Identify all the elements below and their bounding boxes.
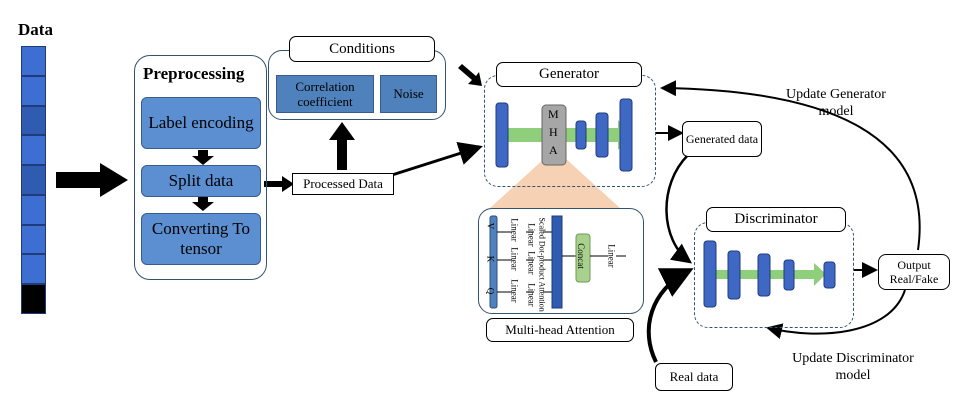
mha-letter-h: H [549,125,558,139]
converting-box: Converting To tensor [141,213,261,265]
mha-scaled-label: Scaled Dot-product Attention [537,217,547,312]
generator-bar-4 [619,98,633,172]
discriminator-bar-2 [727,250,741,300]
mha-zoom-funnel [490,158,620,208]
discriminator-bar-3 [757,253,771,297]
real-data-box: Real data [655,363,733,391]
discriminator-bar-1 [703,240,717,308]
generated-data-box: Generated data [682,121,762,157]
mha-panel [478,208,644,314]
mha-letter-m: M [548,107,559,121]
discriminator-bar-5 [823,261,836,289]
mha-linear-out: Linear [606,244,617,268]
arrow-processed-to-generator [391,141,483,177]
update-generator-label: Update Generator model [786,87,886,119]
generator-flow-arrow [506,120,632,150]
mha-concat-label: Concat [575,243,586,269]
mha-letter-a: A [549,143,558,157]
arrow-real-to-discriminator [646,268,694,363]
mha-input-v: V [485,222,496,230]
generator-bar-3 [595,112,609,158]
arrow-processed-to-conditions [329,122,355,170]
noise-box: Noise [380,75,437,113]
mha-linear-v2: Linear [526,223,537,247]
preprocessing-title: Preprocessing [143,64,245,83]
mha-block [541,104,567,166]
update-discriminator-label: Update Discriminator model [792,351,914,383]
output-box: Output Real/Fake [878,254,950,290]
data-cell [21,46,46,76]
split-data-box: Split data [141,165,261,197]
mha-scaled-bar [551,215,563,309]
discriminator-title: Discriminator [706,207,846,232]
mha-input-bar [489,215,498,309]
mha-linear-q2: Linear [526,283,537,307]
arrow-generated-to-discriminator [665,154,693,264]
data-cell [21,284,46,314]
generator-bar-2 [575,120,587,150]
discriminator-bar-4 [783,259,795,291]
mha-concat-box [575,233,591,283]
arrow-data-to-preprocessing [56,163,128,197]
label-encoding-box: Label encoding [141,97,261,149]
mha-input-k: K [485,255,496,263]
arrow-conditions-to-generator [458,64,482,86]
data-cell [21,194,46,225]
generator-network [495,98,633,172]
mha-title: Multi-head Attention [486,318,634,342]
arrow-update-generator [660,80,921,251]
data-title: Data [18,20,53,39]
discriminator-network [703,240,836,308]
mha-linear-q: Linear [509,279,520,303]
conditions-title: Conditions [289,36,435,62]
data-cell [21,224,46,255]
data-cell [21,105,46,136]
preprocessing-panel [134,55,267,280]
data-cell [21,254,46,285]
data-cell [21,75,46,106]
arrow-split-to-processed [264,176,294,192]
data-cell [21,135,46,166]
arrow-update-discriminator [766,289,906,339]
arrow-split-to-convert [192,196,214,211]
processed-data-box: Processed Data [292,173,394,195]
data-cell [21,165,46,195]
data-column [21,46,46,314]
arrow-label-to-split [192,150,214,165]
generator-bar-1 [495,102,509,168]
mha-input-q: Q [485,287,496,295]
mha-linear-k2: Linear [526,251,537,275]
mha-linear-v: Linear [509,218,520,242]
mha-network [489,215,626,309]
mha-linear-k: Linear [509,247,520,271]
correlation-box: Correlation coefficient [276,75,374,113]
generator-title: Generator [496,62,642,87]
